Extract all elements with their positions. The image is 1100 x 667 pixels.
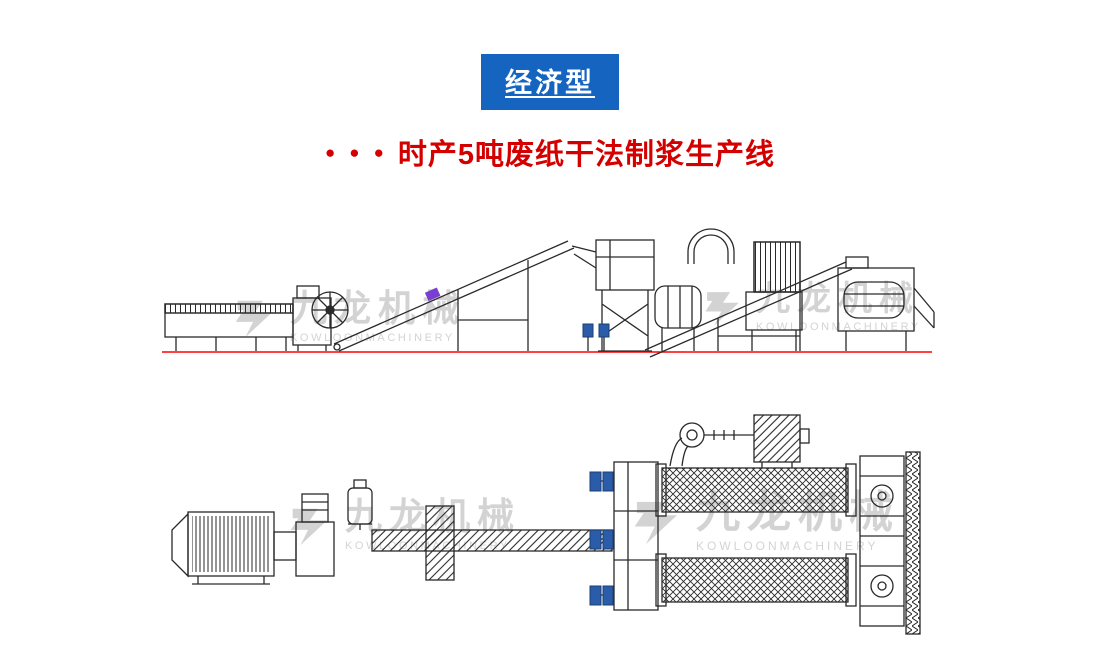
drive-unit <box>295 493 335 577</box>
gearbox-assembly <box>859 451 921 635</box>
page-title: 时产5吨废纸干法制浆生产线 <box>397 139 775 171</box>
shaft-housing <box>273 531 297 561</box>
title-bullet: ● <box>373 142 384 162</box>
feeder-chain-conveyor <box>164 303 294 351</box>
watermark-en: KOWLOONMACHINERY <box>696 539 879 554</box>
standpipe-tank <box>347 479 373 530</box>
material-bale <box>424 287 441 302</box>
incline-conveyor-2 <box>644 261 853 358</box>
economy-type-badge: 经济型 <box>481 54 619 110</box>
watermark-logo-icon <box>628 490 686 554</box>
screening-tower <box>571 239 655 352</box>
bottom-diagram-svg <box>171 414 921 635</box>
watermark-logo-icon <box>700 282 746 334</box>
screw-cylinder-upper <box>655 463 857 517</box>
pump-units <box>582 323 610 351</box>
air-duct-arch <box>687 228 735 264</box>
title-bullet: ● <box>325 142 336 162</box>
grate-panel <box>745 241 803 351</box>
discharge-machine <box>837 256 935 351</box>
top-diagram-svg <box>162 228 935 358</box>
shredder-machine <box>292 285 349 351</box>
watermark-logo-icon <box>285 498 335 554</box>
screw-cylinder-lower <box>655 553 857 607</box>
page-title-row: ● ● ● 时产5吨废纸干法制浆生产线 <box>0 131 1100 173</box>
vertical-block <box>425 505 455 581</box>
title-bullet: ● <box>349 142 360 162</box>
flange-valves <box>589 471 614 606</box>
incline-conveyor-1 <box>333 240 575 352</box>
drum-screen <box>654 285 702 351</box>
ribbed-drum-pulper <box>171 511 275 585</box>
top-motor-assembly <box>669 414 810 468</box>
feed-screw-pipe <box>371 529 613 552</box>
